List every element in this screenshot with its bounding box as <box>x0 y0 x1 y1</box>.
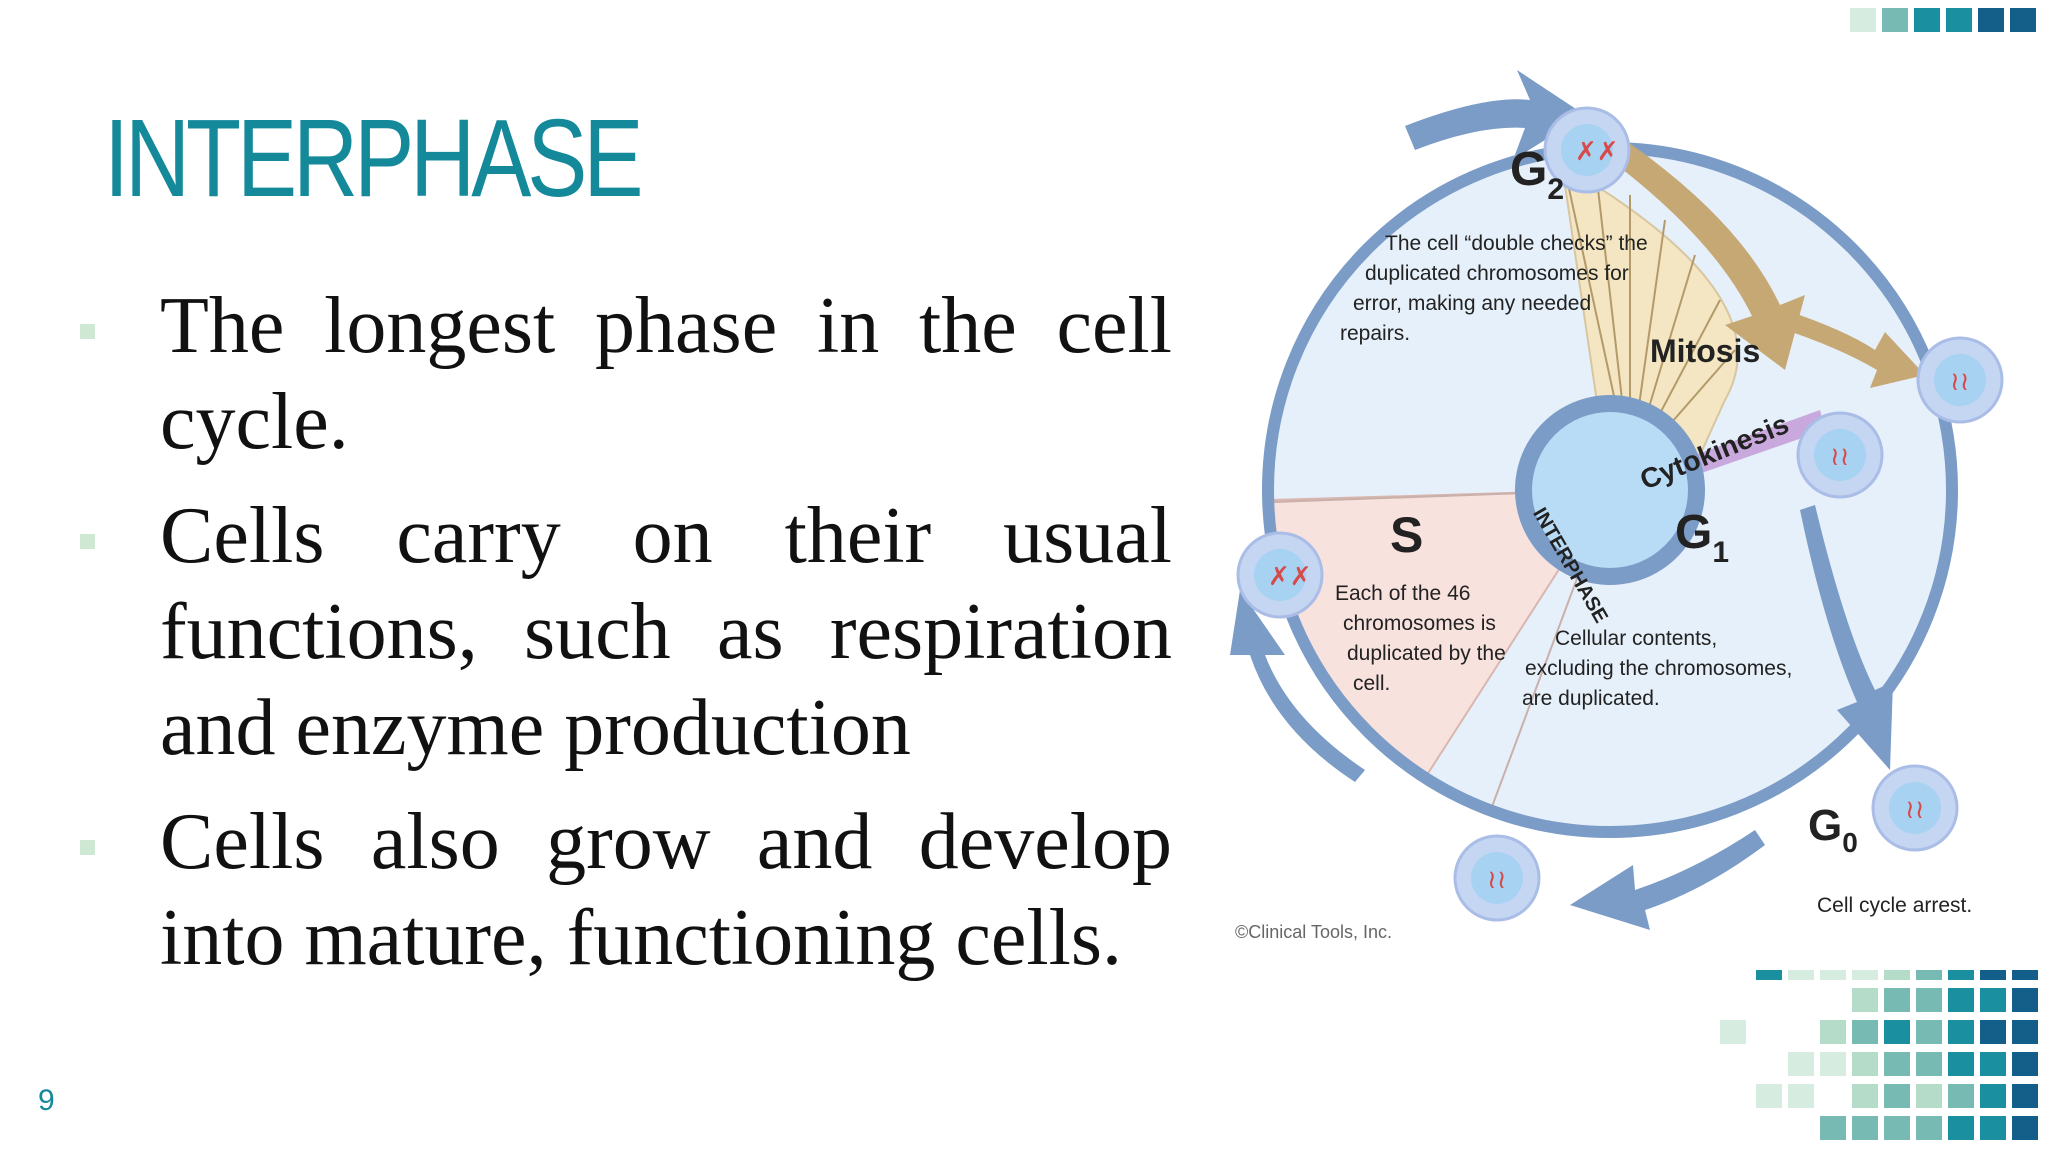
bullet-text: Cells also grow and develop into mature,… <box>160 798 1172 982</box>
mitosis-arrow-icon <box>1780 310 1925 388</box>
g2-label: G2 <box>1510 143 1564 206</box>
g2-arrow-icon <box>1405 70 1585 160</box>
bullet-item: The longest phase in the cell cycle. <box>80 278 1172 470</box>
svg-text:duplicated chromosomes for: duplicated chromosomes for <box>1365 262 1629 285</box>
svg-text:are duplicated.: are duplicated. <box>1522 687 1660 710</box>
svg-text:repairs.: repairs. <box>1340 322 1410 345</box>
g0-label: G0 <box>1808 801 1858 858</box>
bullet-list: The longest phase in the cell cycle. Cel… <box>80 278 1172 1004</box>
s-arrow-icon <box>1230 590 1365 782</box>
cell-cycle-diagram: ✗✗ ≀≀ ≀≀ ✗✗ ≀≀ <box>1225 70 2010 970</box>
g1-description: Cellular contents, excluding the chromos… <box>1522 627 1792 710</box>
bullet-marker-icon <box>80 840 95 855</box>
svg-text:≀≀: ≀≀ <box>1950 367 1970 397</box>
credit-text: ©Clinical Tools, Inc. <box>1235 922 1392 942</box>
g1-arrow-icon <box>1570 830 1765 930</box>
g0-description: Cell cycle arrest. <box>1817 894 1972 917</box>
svg-text:Each of the 46: Each of the 46 <box>1335 582 1470 605</box>
svg-text:≀≀: ≀≀ <box>1487 865 1507 895</box>
svg-text:✗✗: ✗✗ <box>1575 137 1619 167</box>
mitosis-label: Mitosis <box>1650 333 1760 369</box>
svg-text:Cellular contents,: Cellular contents, <box>1555 627 1717 650</box>
s-description: Each of the 46 chromosomes is duplicated… <box>1335 582 1506 695</box>
cell-icon: ≀≀ <box>1916 336 2004 424</box>
g1-label: G1 <box>1675 506 1729 569</box>
svg-text:≀≀: ≀≀ <box>1905 795 1925 825</box>
nucleus-core <box>1532 412 1688 568</box>
cell-icon: ≀≀ <box>1453 834 1541 922</box>
bullet-text: The longest phase in the cell cycle. <box>160 282 1172 466</box>
g0-arrow-icon <box>1800 505 1893 770</box>
bullet-item: Cells also grow and develop into mature,… <box>80 794 1172 986</box>
bullet-marker-icon <box>80 324 95 339</box>
svg-text:duplicated by the: duplicated by the <box>1347 642 1506 665</box>
svg-text:≀≀: ≀≀ <box>1830 442 1850 472</box>
svg-text:error, making any needed: error, making any needed <box>1353 292 1591 315</box>
mitosis-arrow-icon <box>1613 140 1805 370</box>
bullet-text: Cells carry on their usual functions, su… <box>160 492 1172 772</box>
slide-title: INTERPHASE <box>104 97 643 220</box>
bullet-marker-icon <box>80 534 95 549</box>
cell-icon: ≀≀ <box>1796 411 1884 499</box>
svg-text:excluding the chromosomes,: excluding the chromosomes, <box>1525 657 1792 680</box>
cell-icon: ✗✗ <box>1236 531 1324 619</box>
bullet-item: Cells carry on their usual functions, su… <box>80 488 1172 776</box>
svg-text:chromosomes is: chromosomes is <box>1343 612 1496 635</box>
svg-text:✗✗: ✗✗ <box>1268 562 1312 592</box>
s-label: S <box>1390 507 1423 563</box>
svg-text:cell.: cell. <box>1353 672 1390 695</box>
page-number: 9 <box>38 1084 55 1117</box>
cell-icon: ✗✗ <box>1543 106 1631 194</box>
cell-cycle-svg: ✗✗ ≀≀ ≀≀ ✗✗ ≀≀ <box>1230 70 2004 942</box>
g2-description: The cell “double checks” the duplicated … <box>1340 232 1648 345</box>
cell-icon: ≀≀ <box>1871 764 1959 852</box>
svg-text:The cell “double checks” the: The cell “double checks” the <box>1385 232 1648 255</box>
